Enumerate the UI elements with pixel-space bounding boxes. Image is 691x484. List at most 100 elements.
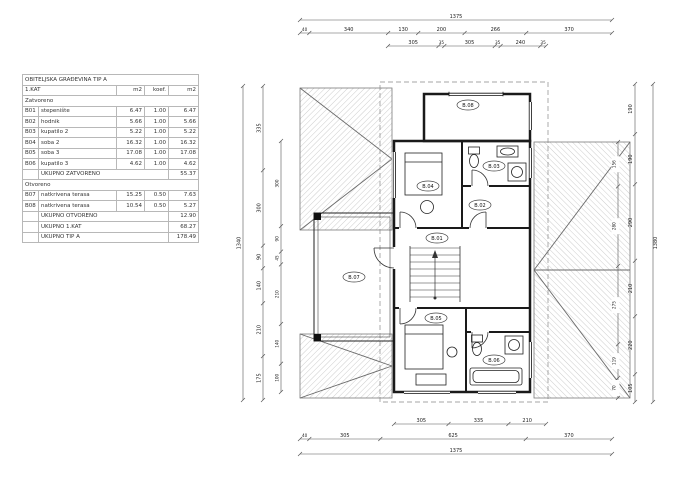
- dim-label: 140: [257, 281, 263, 291]
- washer-b03: [507, 162, 527, 182]
- total-type-value: 178.49: [168, 231, 199, 243]
- dim-label: 625: [448, 433, 458, 439]
- washer-b06: [504, 335, 524, 355]
- dim-label: 335: [474, 418, 484, 424]
- stairs: [409, 246, 461, 302]
- section-open-label: Otvoreno: [22, 179, 199, 191]
- room-label: B.02: [474, 203, 485, 209]
- dimension-labels: 1375 40 340 130 200 266 370 305 35 305 3…: [237, 14, 660, 454]
- dim-label: 210: [628, 284, 634, 294]
- dim-label: 370: [564, 27, 574, 33]
- dim-label: 40: [302, 433, 308, 438]
- dim-label: 300: [275, 179, 280, 187]
- room-tag-b05: B.05: [424, 312, 448, 324]
- dim-label: 90: [275, 236, 280, 242]
- section-row: Otvoreno: [22, 179, 199, 191]
- dim-label: 70: [612, 385, 617, 391]
- dim-label: 210: [275, 290, 280, 298]
- room-label: B.05: [430, 316, 441, 322]
- dim-label: 305: [408, 40, 418, 46]
- table-b05: [446, 346, 458, 358]
- room-tags: B.08 B.04 B.03 B.02 B.01 B.07 B.05 B.06: [342, 99, 506, 366]
- dim-label: 175: [257, 373, 263, 383]
- dim-label: 45: [275, 255, 280, 261]
- top-room-walls: [422, 92, 532, 143]
- dim-label: 305: [465, 40, 475, 46]
- room-total: 5.27: [168, 200, 199, 212]
- dim-label: 340: [344, 27, 354, 33]
- dim-label: 119: [612, 357, 617, 365]
- dim-label: 280: [612, 222, 617, 230]
- terrace-pillar: [314, 334, 321, 341]
- dim-label: 130: [398, 27, 408, 33]
- windows: [391, 91, 533, 395]
- roof-left-bottom: [299, 333, 393, 399]
- bed-b05: [404, 324, 444, 370]
- room-label: B.08: [462, 103, 473, 109]
- roof-left-top: [299, 87, 393, 231]
- room-tag-b01: B.01: [425, 232, 449, 244]
- dim-label: 210: [522, 418, 532, 424]
- dim-label: 100: [275, 373, 280, 381]
- stairs-arrow-head: [432, 250, 438, 258]
- terrace-pillar: [314, 213, 321, 220]
- total-open-value: 12.90: [168, 210, 199, 222]
- room-total: 17.08: [168, 147, 199, 159]
- dim-bottom-total: 1375: [450, 448, 463, 454]
- room-tag-b08: B.08: [456, 99, 480, 111]
- toilet-b06: [471, 334, 483, 356]
- dimension-lines: [240, 17, 656, 457]
- dim-label: 35: [540, 40, 546, 45]
- total-floor-value: 68.27: [168, 221, 199, 233]
- dresser-b05: [415, 373, 447, 386]
- dim-label: 156: [612, 160, 617, 168]
- dim-label: 220: [628, 340, 634, 350]
- sink-b03: [496, 145, 519, 158]
- room-tag-b06: B.06: [482, 354, 506, 366]
- dim-label-masks: [611, 156, 620, 396]
- table-b04: [420, 200, 434, 214]
- room-label: B.03: [488, 164, 499, 170]
- room-tag-b07: B.07: [342, 271, 366, 283]
- dashed-outline: [379, 81, 549, 403]
- dim-top-total: 1375: [450, 14, 463, 20]
- room-tag-b04: B.04: [416, 180, 440, 192]
- dim-label: 190: [628, 104, 634, 114]
- room-total: 7.63: [168, 189, 199, 201]
- dim-label: 190: [628, 154, 634, 164]
- fixtures: [404, 145, 527, 386]
- dim-label: 105: [628, 383, 634, 393]
- dim-label: 370: [564, 433, 574, 439]
- dim-label: 305: [340, 433, 350, 439]
- area-table: OBITELJSKA GRAĐEVINA TIP A 1.KAT m2 koef…: [22, 74, 199, 243]
- room-total: 16.32: [168, 137, 199, 149]
- room-label: B.07: [348, 275, 359, 281]
- bathtub-b06: [469, 367, 523, 386]
- room-label: B.04: [422, 184, 433, 190]
- total-closed-value: 55.37: [168, 168, 199, 180]
- room-label: B.06: [488, 358, 499, 364]
- roof-hatch-areas: [299, 87, 631, 399]
- bed-b04: [404, 152, 443, 196]
- room-total: 4.62: [168, 158, 199, 170]
- door-swings: [373, 169, 489, 349]
- dim-label: 300: [257, 203, 263, 213]
- dim-label: 140: [275, 339, 280, 347]
- table-header-row: 1.KAT m2 koef. m2: [22, 84, 199, 96]
- dim-label: 40: [302, 27, 308, 32]
- dimension-ticks: [240, 17, 656, 457]
- room-label: B.01: [431, 236, 442, 242]
- dim-label: 290: [628, 218, 634, 228]
